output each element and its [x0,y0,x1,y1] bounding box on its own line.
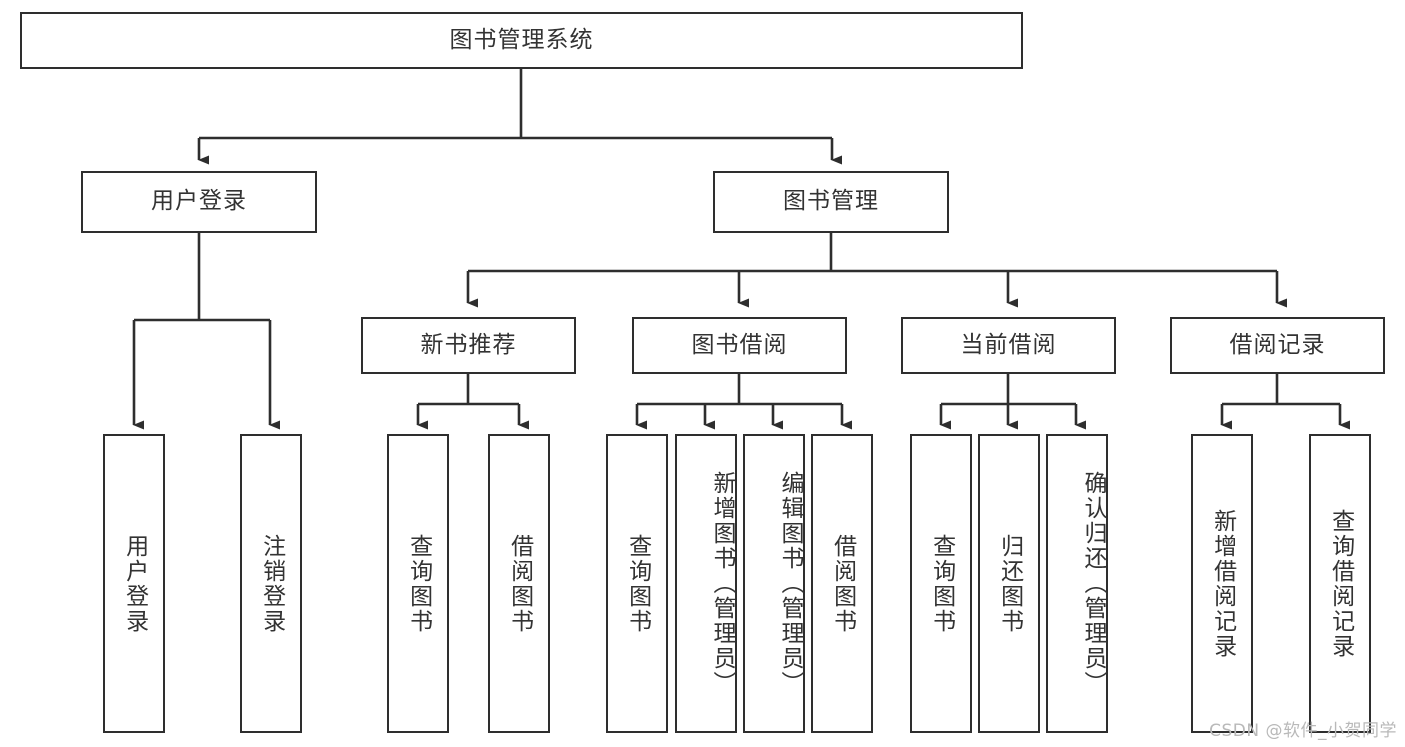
node-leaf-borrow-book-2[interactable]: 借阅图书 [811,434,873,733]
node-leaf-add-borrow-record-label: 新增借阅记录 [1209,508,1236,659]
node-book-manage-label: 图书管理 [783,188,879,215]
node-leaf-confirm-return[interactable]: 确认归还（管理员） [1046,434,1108,733]
node-book-borrow[interactable]: 图书借阅 [632,317,847,374]
node-leaf-logout-label: 注销登录 [258,533,285,634]
node-leaf-user-login[interactable]: 用户登录 [103,434,165,733]
node-book-borrow-label: 图书借阅 [691,331,788,358]
node-borrow-record[interactable]: 借阅记录 [1170,317,1385,374]
node-leaf-query-borrow-record[interactable]: 查询借阅记录 [1309,434,1371,733]
node-new-book-recommend[interactable]: 新书推荐 [361,317,576,374]
node-leaf-borrow-book-1-label: 借阅图书 [506,533,533,634]
node-leaf-edit-book[interactable]: 编辑图书（管理员） [743,434,805,733]
node-book-manage[interactable]: 图书管理 [713,171,949,233]
node-root-system[interactable]: 图书管理系统 [20,12,1023,69]
csdn-watermark: CSDN @软件_小贺同学 [1209,721,1397,741]
node-leaf-borrow-book-2-label: 借阅图书 [829,533,856,634]
node-leaf-return-book[interactable]: 归还图书 [978,434,1040,733]
node-leaf-query-book-3-label: 查询图书 [928,533,955,634]
node-leaf-borrow-book-1[interactable]: 借阅图书 [488,434,550,733]
node-leaf-user-login-label: 用户登录 [121,533,148,634]
node-leaf-add-borrow-record[interactable]: 新增借阅记录 [1191,434,1253,733]
node-leaf-add-book-label: 新增图书（管理员） [709,471,735,696]
node-leaf-confirm-return-label: 确认归还（管理员） [1080,471,1106,696]
node-leaf-logout[interactable]: 注销登录 [240,434,302,733]
node-leaf-add-book[interactable]: 新增图书（管理员） [675,434,737,733]
node-leaf-query-book-1-label: 查询图书 [405,533,432,634]
node-borrow-record-label: 借阅记录 [1229,331,1326,358]
node-user-login-label: 用户登录 [151,188,247,215]
node-current-borrow[interactable]: 当前借阅 [901,317,1116,374]
node-user-login[interactable]: 用户登录 [81,171,317,233]
node-leaf-query-borrow-record-label: 查询借阅记录 [1327,508,1354,659]
node-leaf-query-book-2[interactable]: 查询图书 [606,434,668,733]
node-leaf-query-book-1[interactable]: 查询图书 [387,434,449,733]
node-leaf-query-book-3[interactable]: 查询图书 [910,434,972,733]
node-new-book-recommend-label: 新书推荐 [420,331,517,358]
node-current-borrow-label: 当前借阅 [960,331,1057,358]
node-leaf-return-book-label: 归还图书 [996,533,1023,634]
node-root-system-label: 图书管理系统 [449,26,594,53]
node-leaf-edit-book-label: 编辑图书（管理员） [777,471,803,696]
node-leaf-query-book-2-label: 查询图书 [624,533,651,634]
